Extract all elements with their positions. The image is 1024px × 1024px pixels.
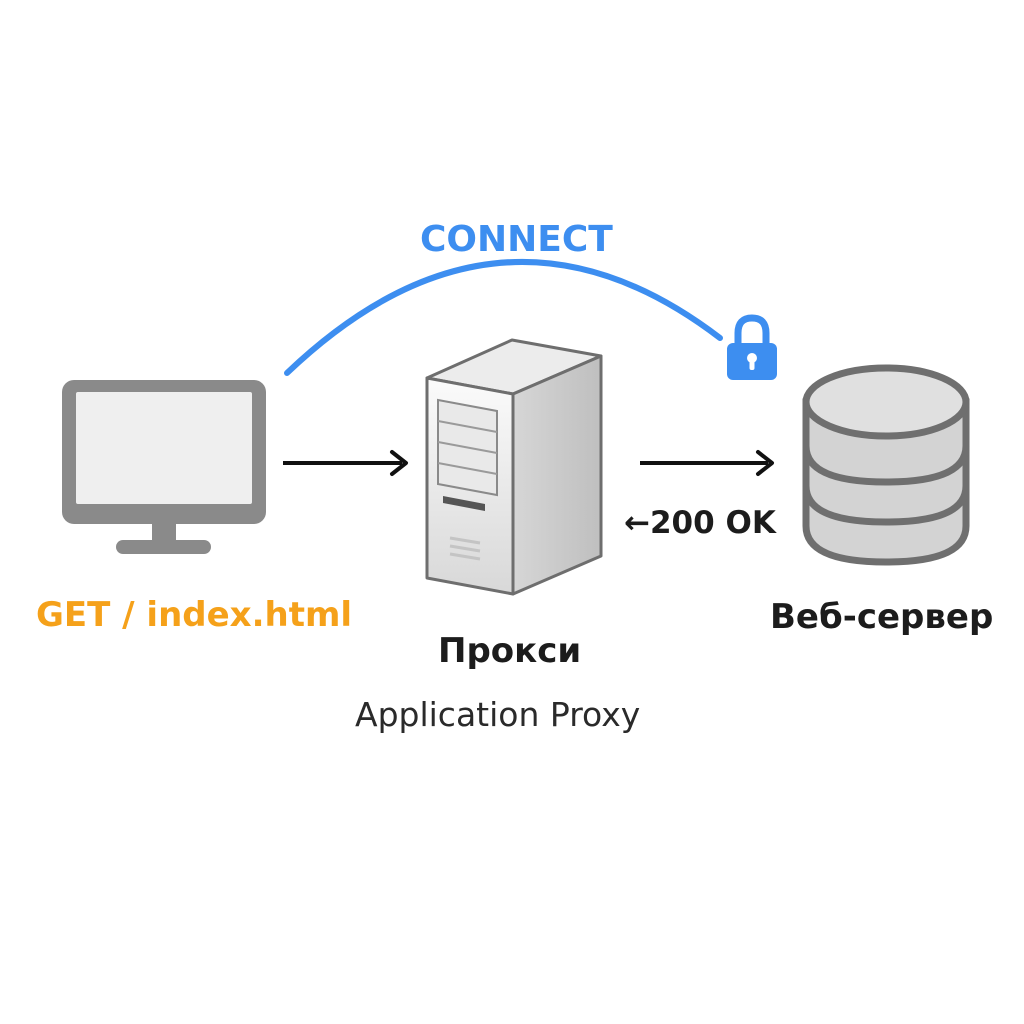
arrow-client-to-proxy: [283, 450, 408, 476]
proxy-subtitle: Application Proxy: [355, 695, 641, 734]
monitor-icon: [62, 380, 266, 554]
connect-tunnel-arc: [284, 259, 723, 376]
response-label: ←200 OK: [624, 505, 776, 541]
arrow-proxy-to-server: [640, 450, 774, 476]
web-server-title: Веб-сервер: [770, 597, 994, 637]
lock-icon: [727, 314, 777, 380]
server-tower-icon: [425, 338, 603, 596]
database-icon: [802, 364, 970, 566]
proxy-title: Прокси: [438, 631, 582, 671]
request-label: GET / index.html: [36, 595, 353, 635]
connect-label: CONNECT: [420, 219, 613, 260]
